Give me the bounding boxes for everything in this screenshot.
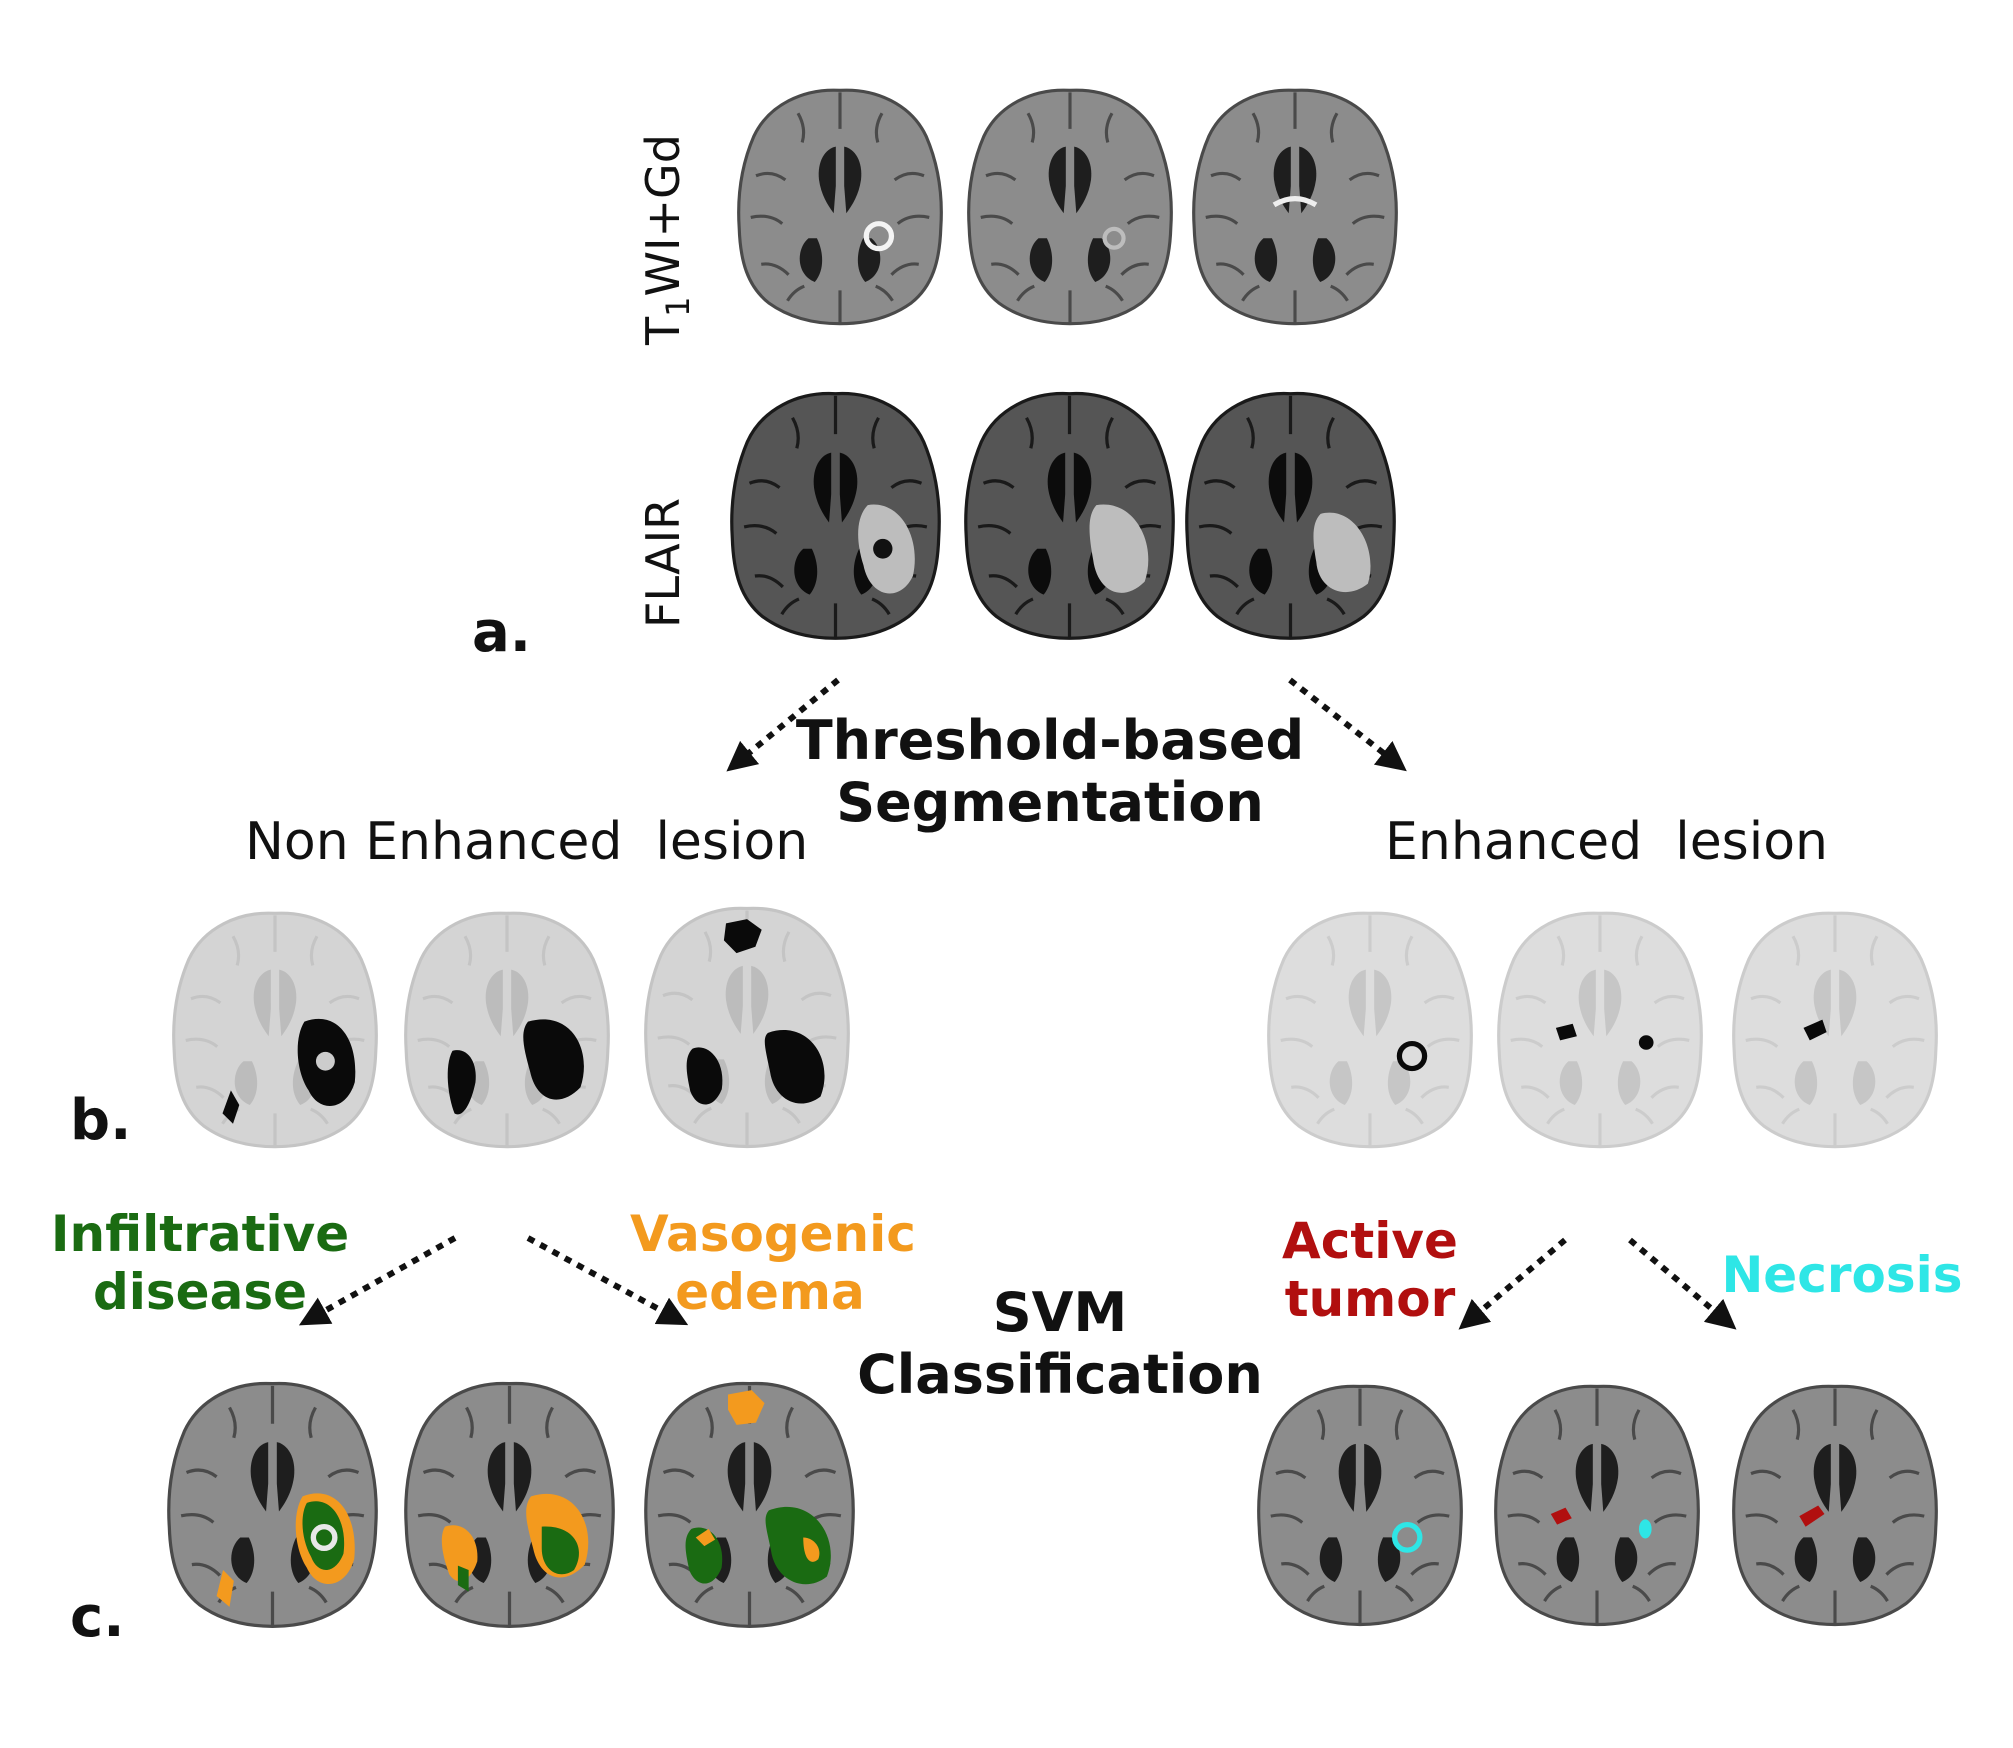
t1-slice-3 <box>1192 88 1398 326</box>
flair-slice-2 <box>964 391 1175 640</box>
panel-b-letter: b. <box>70 1088 132 1153</box>
enhanced-mask-3 <box>1732 911 1938 1149</box>
non-enhanced-lesion-title: Non Enhanced lesion <box>245 812 809 872</box>
svm-enhanced-3 <box>1732 1384 1938 1627</box>
svm-enhanced-1 <box>1257 1384 1463 1627</box>
flair-slice-3 <box>1185 391 1396 640</box>
panel-a-letter: a. <box>472 600 532 665</box>
svm-title-line2: Classification <box>857 1343 1263 1406</box>
arrow-to-necrosis <box>1628 1237 1737 1330</box>
vasogenic-line1: Vasogenic <box>630 1205 916 1263</box>
panel-c-letter: c. <box>70 1585 125 1650</box>
arrow-to-non-enhanced <box>726 677 840 772</box>
vasogenic-edema-label: Vasogenic edema <box>630 1205 916 1321</box>
svm-enhanced-2 <box>1494 1384 1700 1627</box>
non-enhanced-mask-1 <box>172 911 378 1149</box>
svm-non-enhanced-3 <box>644 1381 855 1628</box>
necrosis-label: Necrosis <box>1721 1246 1963 1304</box>
arrow-to-vasogenic <box>526 1235 689 1326</box>
infiltrative-disease-label: Infiltrative disease <box>50 1205 350 1321</box>
svm-classification-title: SVM Classification <box>830 1282 1290 1406</box>
svm-non-enhanced-1 <box>167 1381 378 1628</box>
infiltrative-line1: Infiltrative <box>50 1205 350 1263</box>
threshold-segmentation-title: Threshold-based Segmentation <box>790 710 1310 834</box>
svm-non-enhanced-2 <box>404 1381 615 1628</box>
non-enhanced-mask-2 <box>404 911 610 1149</box>
arrow-to-infiltrative <box>298 1235 457 1326</box>
infiltrative-line2: disease <box>92 1263 307 1321</box>
arrow-to-active-tumor <box>1458 1237 1567 1330</box>
enhanced-lesion-title: Enhanced lesion <box>1385 812 1828 872</box>
active-tumor-label: Active tumor <box>1270 1212 1470 1328</box>
threshold-title-line1: Threshold-based <box>795 709 1305 772</box>
t1-slice-1 <box>737 88 943 326</box>
svm-title-line1: SVM <box>992 1281 1128 1344</box>
active-line1: Active <box>1282 1212 1458 1270</box>
arrow-to-enhanced <box>1288 677 1407 772</box>
active-line2: tumor <box>1284 1270 1456 1328</box>
flair-slice-1 <box>730 391 941 640</box>
t1-slice-2 <box>967 88 1173 326</box>
non-enhanced-mask-3 <box>644 906 850 1149</box>
threshold-title-line2: Segmentation <box>836 771 1264 834</box>
vasogenic-line2: edema <box>675 1263 865 1321</box>
enhanced-mask-2 <box>1497 911 1703 1149</box>
enhanced-mask-1 <box>1267 911 1473 1149</box>
